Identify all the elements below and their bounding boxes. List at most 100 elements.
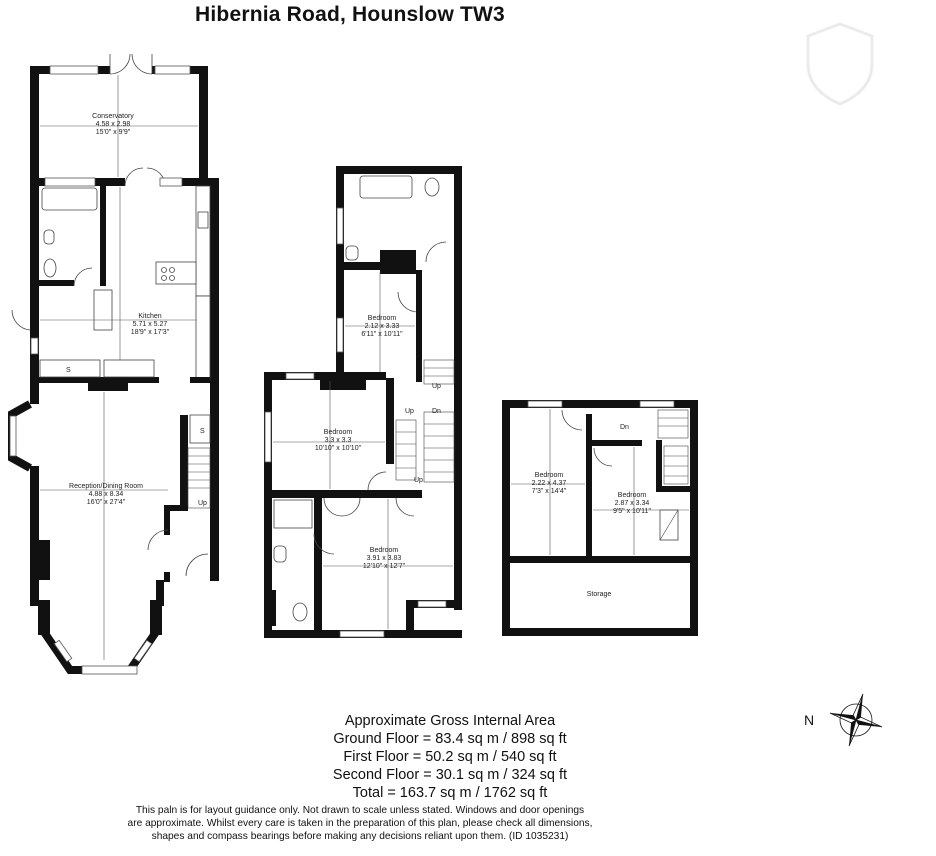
wall: [586, 414, 592, 556]
window: [417, 600, 447, 608]
disclaimer: This paln is for layout guidance only. N…: [70, 804, 650, 843]
french-door: [109, 53, 153, 75]
door-swing: [397, 291, 419, 313]
window: [81, 665, 138, 675]
window: [336, 207, 344, 245]
wall: [454, 166, 462, 610]
stairs-down-label: Dn: [620, 424, 629, 431]
wall: [190, 377, 210, 383]
hatch-line: [659, 509, 679, 541]
front-door-swing: [185, 553, 209, 577]
area-first-floor: First Floor = 50.2 sq m / 540 sq ft: [343, 749, 557, 765]
storage-label: S: [200, 428, 205, 435]
storage-cupboard: [103, 359, 155, 378]
window: [639, 400, 675, 408]
window: [264, 411, 272, 463]
wall: [210, 186, 219, 581]
hob-ring: [169, 275, 175, 281]
sink-icon: [197, 211, 209, 229]
bedroom-imperial: 12'10" x 12'7": [363, 563, 406, 570]
door-swing: [425, 241, 447, 263]
window: [339, 630, 385, 638]
staircase: [395, 359, 455, 483]
bedroom-metric: 2.12 x 3.33: [365, 323, 400, 330]
wall: [416, 270, 422, 382]
wall: [180, 415, 188, 505]
window: [53, 639, 73, 663]
disclaimer-line: are approximate. Whilst every care is ta…: [127, 818, 593, 829]
window: [527, 400, 563, 408]
wall: [30, 384, 39, 404]
bedroom-name: Bedroom: [618, 492, 647, 499]
toilet-icon: [292, 602, 308, 622]
stairs-up-label: Up: [414, 477, 423, 484]
window: [133, 639, 153, 663]
door-swing: [147, 529, 169, 551]
wall: [264, 372, 272, 638]
bedroom-metric: 3.3 x 3.3: [325, 437, 352, 444]
wall: [39, 280, 74, 286]
wall: [386, 378, 394, 464]
staircase: [657, 409, 689, 485]
storage-cupboard: [39, 359, 101, 378]
wall: [164, 505, 188, 511]
sink-icon: [345, 245, 359, 261]
window: [9, 415, 17, 457]
wall: [199, 66, 208, 186]
wall: [656, 486, 690, 492]
bedroom-imperial: 10'10" x 10'10": [315, 445, 362, 452]
door-swing: [11, 309, 31, 331]
bedroom-metric: 2.87 x 3.34: [615, 500, 650, 507]
area-total: Total = 163.7 sq m / 1762 sq ft: [352, 785, 548, 801]
hob-ring: [169, 267, 175, 273]
bath-icon: [359, 175, 413, 199]
storage-name: Storage: [587, 591, 612, 598]
wall: [592, 440, 642, 446]
window: [159, 177, 183, 187]
wall: [30, 356, 39, 384]
sink-icon: [43, 229, 55, 245]
island: [93, 289, 113, 331]
storage-label: S: [66, 367, 71, 374]
disclaimer-line: This paln is for layout guidance only. N…: [135, 805, 585, 816]
wall: [199, 178, 219, 186]
hob-ring: [161, 267, 167, 273]
wall: [314, 498, 322, 638]
kitchen-name: Kitchen: [138, 313, 161, 320]
stairs-up-label: Up: [405, 408, 414, 415]
floor-plan: S S Up: [8, 53, 698, 675]
wall: [100, 186, 106, 286]
bedroom-name: Bedroom: [370, 547, 399, 554]
window: [30, 337, 39, 355]
stairs-down-label: Dn: [432, 408, 441, 415]
window: [154, 65, 191, 75]
chimney-breast: [380, 250, 416, 274]
shower-icon: [273, 499, 313, 529]
bedroom-name: Bedroom: [368, 315, 397, 322]
window: [285, 372, 315, 380]
under-stairs-cupboard: [189, 414, 211, 444]
reception-name: Reception/Dining Room: [69, 483, 143, 490]
door-swing: [395, 497, 415, 517]
chimney-breast: [320, 372, 366, 390]
door-swing: [323, 497, 361, 517]
compass-north-label: N: [804, 712, 815, 728]
wall: [272, 490, 422, 498]
wall: [38, 600, 50, 635]
wall: [656, 440, 662, 490]
worktop: [195, 295, 211, 381]
reception-metric: 4.88 x 8.34: [89, 491, 124, 498]
window: [44, 177, 96, 187]
door-opening: [125, 177, 165, 187]
conservatory-imperial: 15'0" x 9'9": [96, 129, 131, 136]
conservatory-name: Conservatory: [92, 113, 134, 120]
reception-imperial: 16'0" x 27'4": [87, 499, 126, 506]
stairs-up-label: Up: [198, 500, 207, 507]
area-heading: Approximate Gross Internal Area: [344, 713, 556, 729]
bedroom-name: Bedroom: [324, 429, 353, 436]
hob-ring: [161, 275, 167, 281]
wall: [502, 628, 698, 636]
wall: [150, 600, 162, 635]
area-ground-floor: Ground Floor = 83.4 sq m / 898 sq ft: [333, 731, 567, 747]
room-labels: Conservatory 4.58 x 2.98 15'0" x 9'9" Ki…: [69, 113, 651, 598]
